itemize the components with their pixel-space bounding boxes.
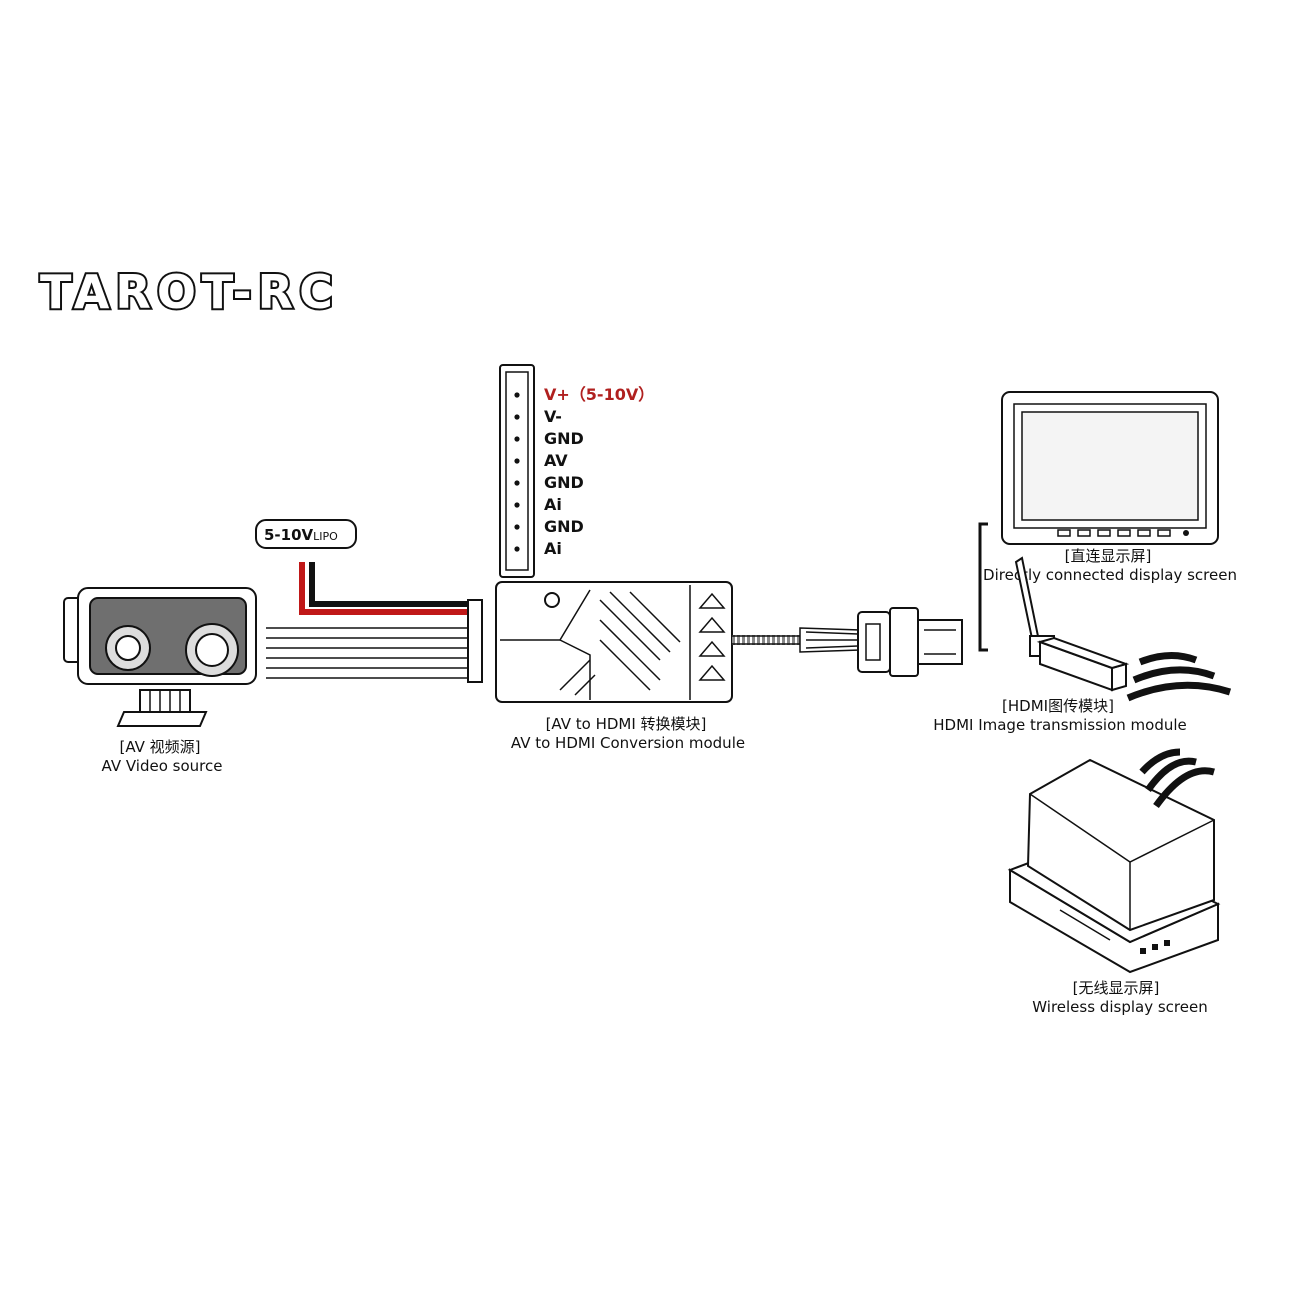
power-wires: [299, 562, 470, 615]
wireless-display-monitor: [1007, 758, 1221, 974]
wireless-display-label-cn: [无线显示屏]: [1073, 979, 1160, 997]
direct-display-label-en: Directly connected display screen: [983, 566, 1237, 584]
pin-label-gnd-3: GND: [544, 517, 584, 536]
pin-dot: [514, 414, 520, 420]
converter-label-en: AV to HDMI Conversion module: [511, 734, 745, 752]
direct-display-monitor: [1001, 391, 1219, 545]
pin-dot: [514, 546, 520, 552]
pin-label-av: AV: [544, 451, 568, 470]
av-camera: [63, 587, 257, 727]
signal-wires: [266, 599, 483, 683]
hdmi-transmitter: [1014, 556, 1130, 692]
battery-type-label: LIPO: [313, 530, 338, 543]
pin-dot: [514, 392, 520, 398]
hdmi-cable: [732, 627, 861, 653]
battery-tag: 5-10VLIPO: [255, 519, 357, 549]
pin-label-gnd-2: GND: [544, 473, 584, 492]
hdmi-plug: [857, 607, 963, 677]
wireless-display-label-en: Wireless display screen: [1032, 998, 1207, 1016]
wireless-receive-signal-icon: [1139, 748, 1215, 809]
camera-label-en: AV Video source: [102, 757, 223, 775]
pin-label-ai-2: Ai: [544, 539, 562, 558]
pin-header-connector: [499, 364, 535, 578]
pin-dot: [514, 480, 520, 486]
pin-label-list: V+（5-10V） V- GND AV GND Ai GND Ai: [544, 385, 654, 558]
option-bracket: [978, 522, 988, 652]
wireless-signal-icon: [1126, 652, 1232, 702]
pin-dot: [514, 502, 520, 508]
battery-voltage-label: 5-10V: [264, 526, 314, 544]
pin-label-gnd-1: GND: [544, 429, 584, 448]
pin-dot: [514, 524, 520, 530]
pin-dot: [514, 458, 520, 464]
tarot-rc-logo: TAROT-RC: [40, 265, 339, 319]
pin-label-ai-1: Ai: [544, 495, 562, 514]
hdmi-tx-label-en: HDMI Image transmission module: [933, 716, 1187, 734]
pin-label-vminus: V-: [544, 407, 562, 426]
camera-label-cn: [AV 视频源]: [119, 738, 200, 756]
converter-label-cn: [AV to HDMI 转换模块]: [546, 715, 707, 733]
direct-display-label-cn: [直连显示屏]: [1065, 547, 1152, 565]
hdmi-tx-label-cn: [HDMI图传模块]: [1002, 697, 1114, 715]
svg-text:5-10VLIPO: 5-10VLIPO: [264, 526, 338, 544]
pin-dot: [514, 436, 520, 442]
pin-label-vplus: V+（5-10V）: [544, 385, 654, 404]
av-to-hdmi-converter: [495, 581, 733, 703]
